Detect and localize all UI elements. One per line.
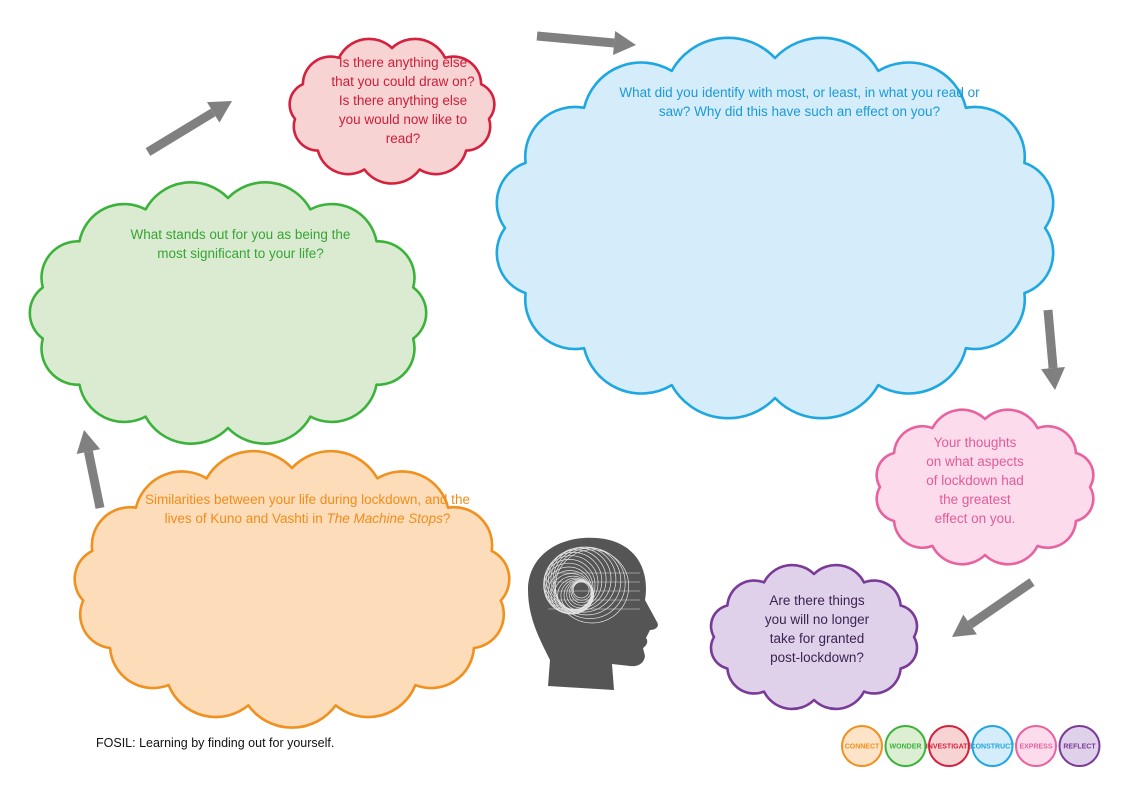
arrow-pink-to-purple xyxy=(952,578,1035,637)
cloud-green xyxy=(28,181,428,445)
cloud-purple-text: Are there things you will no longer take… xyxy=(764,593,870,665)
badge-label: REFLECT xyxy=(1063,744,1096,751)
clouds xyxy=(28,36,1095,729)
cloud-pink xyxy=(875,408,1095,566)
badge-wonder: WONDER xyxy=(884,725,927,767)
cloud-orange-text-end: ? xyxy=(442,511,451,526)
badge-investigate: INVESTIGATE xyxy=(926,725,972,767)
cloud-red xyxy=(288,37,496,185)
cloud-green-text: What stands out for you as being the mos… xyxy=(130,227,351,261)
badge-label: WONDER xyxy=(890,744,922,751)
badge-express: EXPRESS xyxy=(1015,725,1057,767)
cloud-orange-text-main: Similarities between your life during lo… xyxy=(145,492,470,526)
cloud-orange xyxy=(73,449,511,729)
arrow-red-to-blue xyxy=(536,31,636,55)
cloud-pink-text: Your thoughts on what aspects of lockdow… xyxy=(926,435,1024,526)
badge-label: INVESTIGATE xyxy=(926,744,972,751)
badge-connect: CONNECT xyxy=(841,725,883,767)
thinking-head-icon xyxy=(528,537,658,690)
badge-construct: CONSTRUCT xyxy=(971,725,1016,767)
cloud-orange-text: Similarities between your life during lo… xyxy=(140,490,475,528)
footer-tagline: FOSIL: Learning by finding out for yours… xyxy=(96,736,335,750)
book-title: The Machine Stops xyxy=(326,511,443,526)
badge-label: CONSTRUCT xyxy=(971,744,1016,751)
badge-label: CONNECT xyxy=(845,744,880,751)
badge-label: EXPRESS xyxy=(1019,744,1052,751)
badge-reflect: REFLECT xyxy=(1058,725,1101,767)
arrow-green-to-red xyxy=(145,101,232,156)
arrow-blue-to-pink xyxy=(1041,309,1066,390)
cloud-blue-text: What did you identify with most, or leas… xyxy=(619,85,980,119)
arrow-orange-to-green xyxy=(76,430,105,509)
flow-arrows xyxy=(76,31,1066,637)
cloud-red-text: Is there anything else that you could dr… xyxy=(331,55,475,146)
cloud-purple xyxy=(709,563,919,711)
cloud-blue xyxy=(495,36,1055,420)
